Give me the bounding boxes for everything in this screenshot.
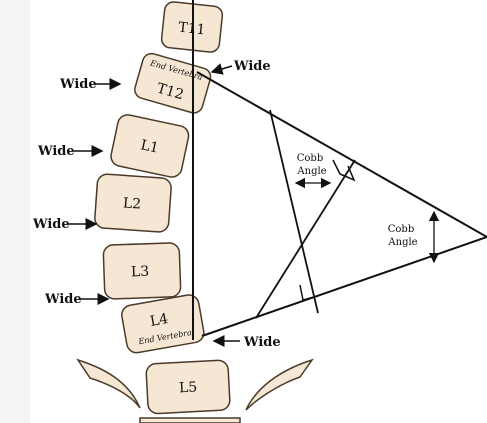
vertebra-label-l1: L1 [139, 137, 160, 156]
bottom-endplate-line [201, 236, 487, 337]
vertebra-l2: L2 [94, 173, 172, 233]
vertebra-label-t11: T11 [177, 20, 206, 39]
wide-label-l2: Wide [32, 217, 70, 232]
vertebra-label-l5: L5 [179, 379, 198, 396]
cobb-angle-label-line1-outer: Cobb [388, 224, 414, 235]
pelvis-right [245, 358, 314, 411]
wide-label-l1: Wide [37, 144, 75, 159]
cobb-angle-label-line2-inner: Angle [296, 166, 326, 177]
vertebra-label-t12: T12 [155, 80, 186, 103]
cobb-angle-label-line1-inner: Cobb [297, 153, 323, 164]
vertebra-l5: L5 [145, 359, 231, 415]
sacrum-top [139, 417, 241, 423]
pelvis-left [76, 358, 141, 409]
top-endplate-line [196, 71, 487, 238]
vertebra-l1: L1 [110, 114, 190, 178]
vertebra-label-l4: L4 [149, 311, 170, 330]
wide-arrow-top-right [210, 63, 233, 75]
cobb-angle-label-line2-outer: Angle [387, 237, 417, 248]
wide-label-t12: Wide [59, 77, 97, 92]
perpendicular-top [269, 109, 319, 314]
vertebra-label-l3: L3 [131, 264, 150, 281]
wide-label-l4: Wide [44, 292, 82, 307]
perpendicular-bottom [255, 159, 356, 319]
right-angle-marker-bottom [299, 284, 319, 301]
vertebra-label-l2: L2 [122, 195, 141, 212]
vertebra-t12: End Vertebra T12 [134, 52, 212, 114]
right-angle-marker-top [332, 159, 356, 182]
wide-label-bottom-right: Wide [243, 335, 281, 350]
wide-label-top-right: Wide [233, 59, 271, 74]
vertebra-l3: L3 [102, 242, 182, 300]
vertebra-l4: L4 End Vertebra [121, 294, 205, 354]
